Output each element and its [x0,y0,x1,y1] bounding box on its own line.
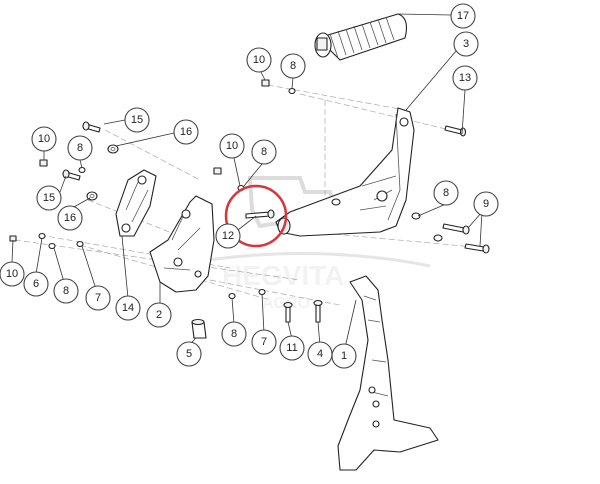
callout-label: 7 [95,292,101,304]
callout-c15b: 15 [36,185,62,211]
bolts-part-9 [442,223,490,254]
callout-label: 2 [156,309,162,321]
callout-label: 8 [261,146,267,158]
callout-label: 15 [131,114,143,126]
callout-label: 9 [483,198,489,210]
bolt-part-11 [283,301,293,323]
callout-c3: 3 [453,31,479,57]
callout-c15a: 15 [124,107,150,133]
callout-label: 1 [341,350,347,362]
callout-label: 4 [317,348,323,360]
highlight-circle [224,184,288,248]
callout-c17: 17 [450,3,476,29]
bolt-part-12 [245,209,275,219]
callout-c9: 9 [473,191,499,217]
sleeve-part-5 [191,318,207,339]
callout-label: 16 [64,212,76,224]
callout-c7b: 7 [251,329,277,355]
callout-label: 13 [459,72,471,84]
callout-c12: 12 [215,223,241,249]
callout-c16a: 16 [173,119,199,145]
callout-label: 10 [226,140,238,152]
callout-label: 14 [122,302,134,314]
callout-c13: 13 [452,65,478,91]
pins-part-15 [62,121,101,181]
leader-lines [11,13,483,353]
callout-label: 10 [253,54,265,66]
callout-label: 5 [186,348,192,360]
callout-c16b: 16 [57,205,83,231]
callout-label: 8 [231,328,237,340]
callout-label: 6 [33,278,39,290]
link-plate-part-14 [115,169,157,237]
callout-c8c: 8 [67,135,93,161]
pin-part-13 [444,125,467,137]
callout-c10c: 10 [31,126,57,152]
callout-c2: 2 [146,302,172,328]
callout-c10a: 10 [246,47,272,73]
callout-label: 8 [443,187,449,199]
callout-label: 8 [77,142,83,154]
callout-c8f: 8 [221,321,247,347]
callout-label: 10 [6,268,18,280]
callout-c8a: 8 [280,53,306,79]
watermark-text-main: HEGVITA [222,260,344,291]
callout-label: 17 [457,10,469,22]
callout-c6: 6 [23,271,49,297]
callout-label: 16 [180,126,192,138]
callout-label: 11 [286,342,297,354]
callout-c1: 1 [331,343,357,369]
callout-c8e: 8 [53,278,79,304]
rubber-boot-part-17 [314,13,407,61]
nuts-and-washers [9,79,341,300]
bushings-part-16 [86,144,119,201]
callout-label: 15 [43,192,55,204]
bolt-part-4 [313,299,323,323]
callout-c10d: 10 [0,261,25,287]
callout-label: 7 [261,336,267,348]
callout-label: 3 [463,38,469,50]
bracket-plate-part-2 [149,195,215,293]
callout-c5: 5 [176,341,202,367]
callout-c8d: 8 [433,180,459,206]
pedal-arm-part-3 [275,107,415,237]
callout-c10b: 10 [219,133,245,159]
callout-label: 8 [290,60,296,72]
callout-c7a: 7 [85,285,111,311]
callout-c8b: 8 [251,139,277,165]
pedal-blade-part-1 [337,275,439,471]
callout-c4: 4 [307,341,333,367]
callout-label: 8 [63,285,69,297]
callout-c11: 11 [279,335,305,361]
callout-label: 10 [38,133,50,145]
callout-label: 12 [222,230,234,242]
washers-right [411,212,443,242]
callout-c14: 14 [115,295,141,321]
